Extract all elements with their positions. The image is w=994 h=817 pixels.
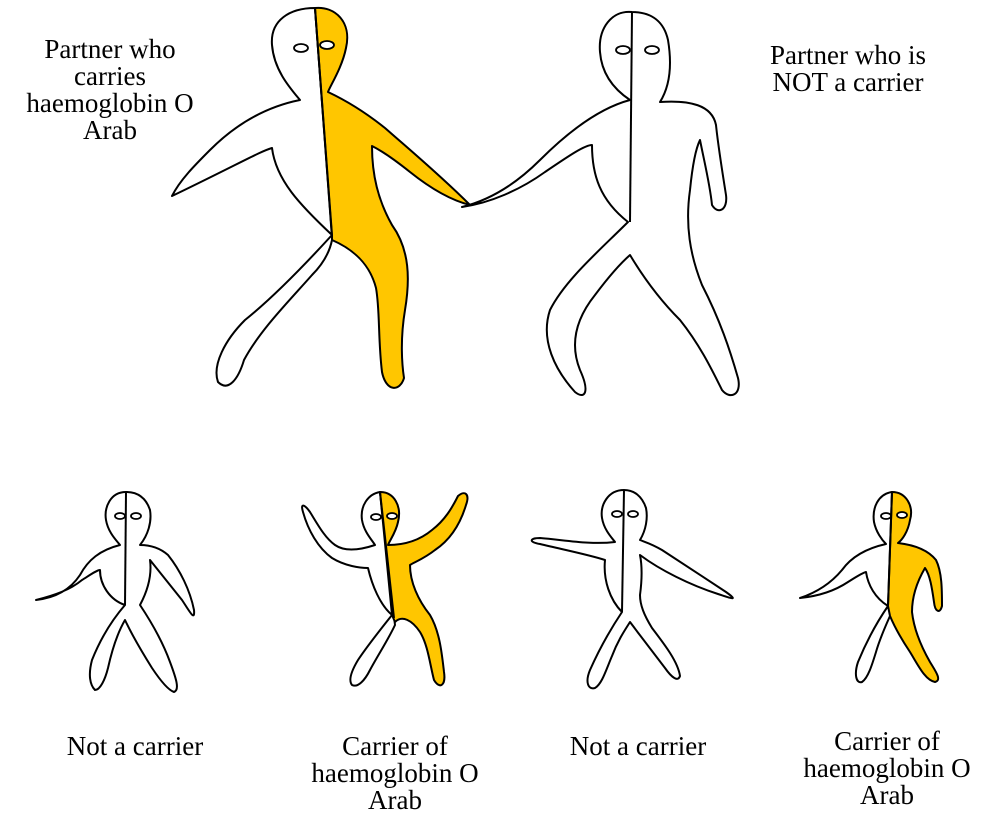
child-2-figure [302, 492, 467, 686]
label-line: haemoglobin O [0, 90, 220, 117]
eye [371, 514, 381, 520]
child-2-left-half [302, 492, 395, 686]
label-line: haemoglobin O [780, 755, 994, 782]
label-line: carries [0, 63, 220, 90]
parent-carrier-label: Partner who carries haemoglobin O Arab [0, 36, 220, 144]
child-3-body [532, 490, 733, 688]
eye [897, 512, 907, 518]
child-4-label: Carrier of haemoglobin O Arab [780, 728, 994, 809]
eye [131, 513, 141, 519]
child-2-label: Carrier of haemoglobin O Arab [290, 733, 500, 814]
child-4-figure [800, 492, 942, 682]
eye [320, 41, 334, 49]
eye [115, 513, 125, 519]
parent-carrier-right-half [315, 8, 470, 388]
label-line: Not a carrier [30, 733, 240, 760]
child-3-figure [532, 490, 733, 688]
label-line: Partner who [0, 36, 220, 63]
child-1-body [36, 492, 194, 692]
label-line: Arab [0, 117, 220, 144]
child-1-label: Not a carrier [30, 733, 240, 760]
label-line: Arab [780, 782, 994, 809]
child-1-figure [36, 492, 194, 692]
eye [387, 513, 397, 519]
eye [616, 46, 630, 54]
label-line: Carrier of [780, 728, 994, 755]
eye [645, 46, 659, 54]
child-3-label: Not a carrier [533, 733, 743, 760]
eye [628, 511, 638, 517]
child-4-right-half [888, 492, 942, 682]
parent-noncarrier-figure [462, 12, 739, 395]
label-line: NOT a carrier [738, 69, 958, 96]
parent-noncarrier-body [462, 12, 739, 395]
label-line: Not a carrier [533, 733, 743, 760]
eye [881, 513, 891, 519]
label-line: Arab [290, 787, 500, 814]
label-line: haemoglobin O [290, 760, 500, 787]
child-4-left-half [800, 492, 892, 682]
label-line: Carrier of [290, 733, 500, 760]
eye [612, 511, 622, 517]
label-line: Partner who is [738, 42, 958, 69]
eye [294, 44, 308, 52]
child-2-right-half [380, 492, 467, 685]
parent-noncarrier-label: Partner who is NOT a carrier [738, 42, 958, 96]
